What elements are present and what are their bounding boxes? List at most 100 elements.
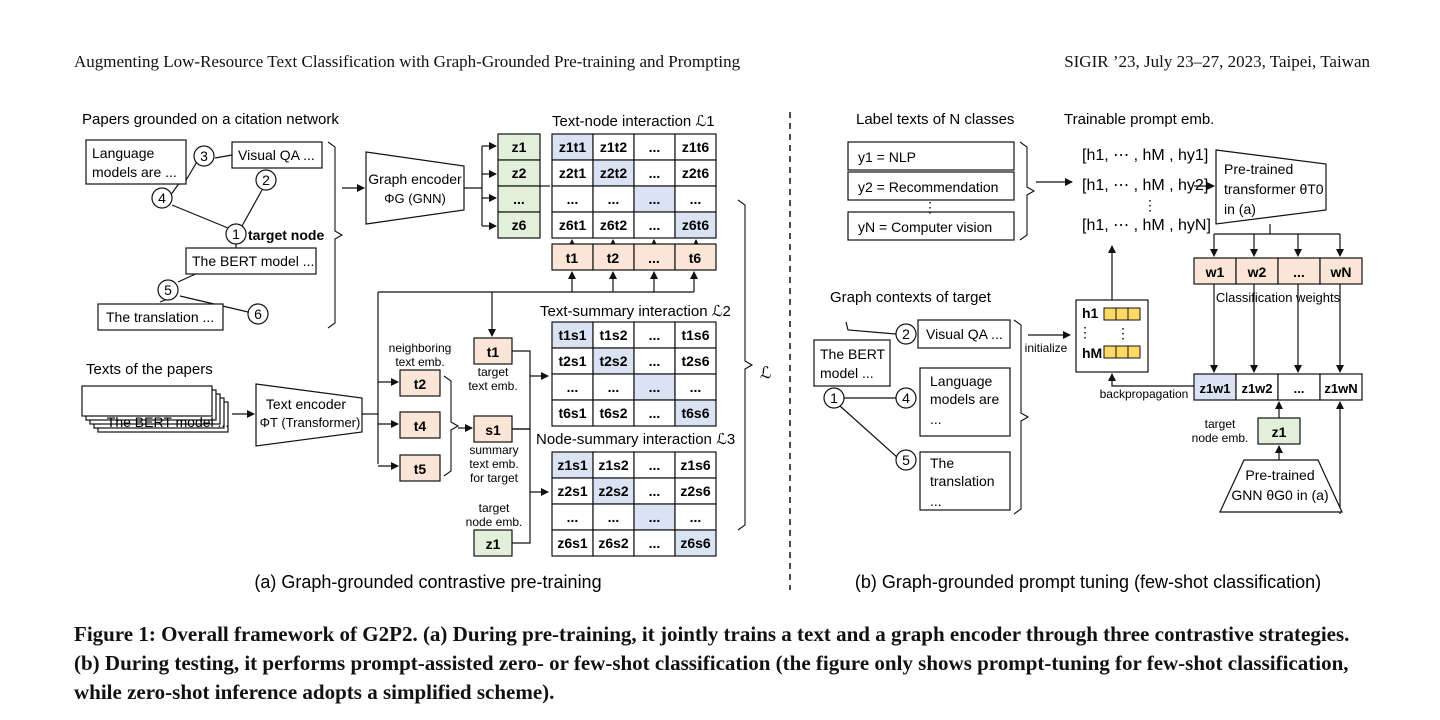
graph-encoder xyxy=(365,151,465,225)
ns-grid-cell-label: z1s6 xyxy=(680,457,711,473)
text-encoder xyxy=(255,383,363,447)
initialize-label: initialize xyxy=(1025,341,1068,355)
t-cell-label: ... xyxy=(648,250,660,266)
w-cell-label: ... xyxy=(1293,264,1305,280)
prompt-row-N: [h1, ⋯ , hM , hyN] xyxy=(1082,217,1211,234)
ts-grid-cell-label: t1s1 xyxy=(558,327,586,343)
label-y2-box xyxy=(847,171,1015,201)
z-cell xyxy=(497,211,541,239)
ts-grid-cell xyxy=(551,399,594,427)
tn-grid-cell-label: ... xyxy=(649,191,661,207)
ts-grid-cell-label: t2s6 xyxy=(681,353,709,369)
ctx-node-2-label: 2 xyxy=(902,326,910,342)
graph-encoder-sub: ΦG (GNN) xyxy=(384,191,446,206)
node-5-label: 5 xyxy=(164,282,172,298)
ns-grid-cell-label: ... xyxy=(608,509,620,525)
prompt-title: Trainable prompt emb. xyxy=(1064,111,1214,128)
ns-grid-cell-label: z6s1 xyxy=(557,535,588,551)
ns-grid-cell xyxy=(551,451,594,479)
paper-lang-line2: models are ... xyxy=(92,164,177,180)
t5-label: t5 xyxy=(414,461,427,477)
ts-grid-cell-label: ... xyxy=(608,379,620,395)
tn-grid-cell xyxy=(551,185,594,213)
ctx-node-2 xyxy=(895,323,917,345)
tn-grid-cell-label: z6t6 xyxy=(682,217,709,233)
ns-grid-cell-label: ... xyxy=(649,535,661,551)
node-6-label: 6 xyxy=(254,306,262,322)
t-cell-label: t1 xyxy=(566,250,579,266)
t4-label: t4 xyxy=(414,418,427,434)
ns-grid-cell-label: ... xyxy=(649,509,661,525)
ctx-node-5-label: 5 xyxy=(902,452,910,468)
node-2 xyxy=(255,169,277,191)
t2-label: t2 xyxy=(414,376,427,392)
ts-grid-cell-label: ... xyxy=(649,405,661,421)
z1-box xyxy=(473,529,513,557)
zw-cell-label: z1w1 xyxy=(1199,381,1230,396)
ns-grid-cell-label: z2s6 xyxy=(680,483,711,499)
ts-grid-cell xyxy=(633,321,676,349)
ts-grid-cell xyxy=(592,399,635,427)
h-vector-cell xyxy=(1103,345,1117,359)
tn-grid-cell-label: z6t2 xyxy=(600,217,627,233)
ctx-vqa: Visual QA ... xyxy=(926,326,1003,342)
t2-box xyxy=(399,369,441,397)
ts-grid-cell-label: t2s2 xyxy=(599,353,627,369)
w-cell-label: w1 xyxy=(1205,264,1225,280)
target-node-emb-label-2: node emb. xyxy=(466,515,523,529)
figure-caption: Figure 1: Overall framework of G2P2. (a)… xyxy=(74,622,1350,704)
zw-cell xyxy=(1319,373,1363,401)
ns-grid-cell-label: z6s6 xyxy=(680,535,711,551)
ctx-bert-box xyxy=(813,339,891,387)
gnn-label-1: Pre-trained xyxy=(1245,467,1314,483)
label-yN: yN = Computer vision xyxy=(858,219,992,235)
label-yN-box xyxy=(847,211,1015,241)
tn-grid-cell xyxy=(633,185,676,213)
ns-grid-cell-label: z1s2 xyxy=(598,457,629,473)
pretrained-transformer xyxy=(1215,149,1327,225)
node-4-label: 4 xyxy=(158,190,166,206)
tn-grid-cell xyxy=(633,133,676,161)
w-cell xyxy=(1277,257,1321,285)
z-cell xyxy=(497,159,541,187)
texts-title: Texts of the papers xyxy=(86,361,213,378)
neighboring-label-2: text emb. xyxy=(395,355,444,369)
papers-title: Papers grounded on a citation network xyxy=(82,111,339,128)
tn-grid-cell-label: ... xyxy=(649,217,661,233)
label-y1-box xyxy=(847,141,1015,171)
ts-grid-cell-label: t1s2 xyxy=(599,327,627,343)
t-cell-label: t6 xyxy=(689,250,702,266)
prompt-row-2: [h1, ⋯ , hM , hy2] xyxy=(1082,177,1208,194)
ns-grid-cell xyxy=(551,477,594,505)
t-cell-label: t2 xyxy=(607,250,620,266)
edge-3-lang xyxy=(184,159,199,183)
ns-grid-cell-label: ... xyxy=(649,457,661,473)
framework-figure: Papers grounded on a citation networkLan… xyxy=(81,111,1363,592)
w-cell-label: wN xyxy=(1330,264,1352,280)
node-4 xyxy=(151,187,173,209)
tn-grid-cell-label: ... xyxy=(567,191,579,207)
tn-grid-cell-label: z2t2 xyxy=(600,165,627,181)
ctx-bert-line2: model ... xyxy=(820,365,874,381)
ts-grid-cell-label: ... xyxy=(649,327,661,343)
paper-box-lang xyxy=(85,139,187,185)
ctx-trans-3: ... xyxy=(930,493,942,509)
transformer-label-3: in (a) xyxy=(1224,201,1256,217)
node-1-label: 1 xyxy=(232,226,240,242)
node-2-label: 2 xyxy=(262,172,270,188)
target-node-label: target node xyxy=(248,227,324,243)
ctx-node-1-label: 1 xyxy=(830,390,838,406)
edge-ctx-5 xyxy=(839,405,899,459)
t1-to-ts xyxy=(512,350,549,380)
transformer-label-1: Pre-trained xyxy=(1224,161,1293,177)
ns-grid-cell-label: z6s2 xyxy=(598,535,629,551)
zw-cell-label: ... xyxy=(1294,381,1305,396)
label-texts-title: Label texts of N classes xyxy=(856,111,1014,128)
s1-label: s1 xyxy=(485,422,501,438)
tn-grid-cell-label: ... xyxy=(690,191,702,207)
node-3 xyxy=(193,145,215,167)
ts-grid-cell xyxy=(633,347,676,375)
target-text-label-2: text emb. xyxy=(468,379,517,393)
t-cell xyxy=(674,243,717,271)
h-vdots-2: ⋮ xyxy=(1116,325,1130,341)
